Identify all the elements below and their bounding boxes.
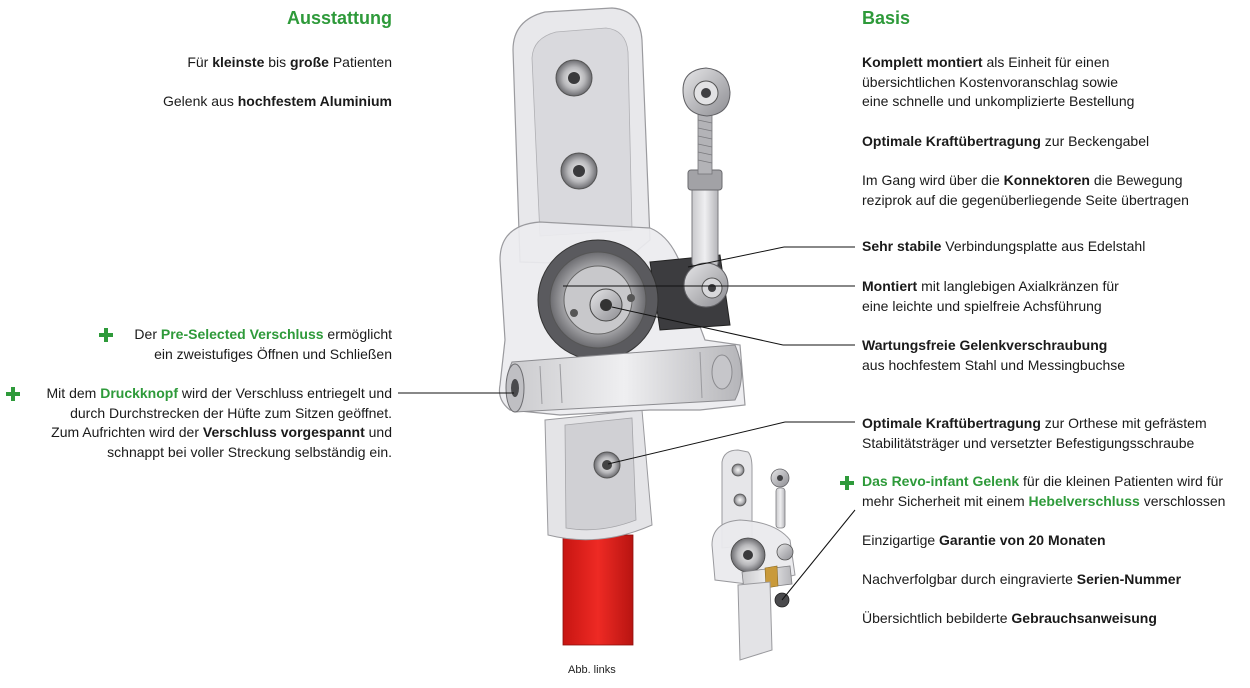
basis-revo-infant: Das Revo-infant Gelenk für die kleinen P… — [862, 473, 1226, 509]
basis-complete-assembly: Komplett montiert als Einheit für einen … — [862, 54, 1135, 109]
feature-patient-size: Für kleinste bis große Patienten — [187, 54, 392, 70]
feature-aluminium: Gelenk aus hochfestem Aluminium — [163, 93, 392, 109]
basis-connectors: Im Gang wird über die Konnektoren die Be… — [862, 172, 1189, 208]
leader-lines — [398, 246, 856, 601]
basis-joint-screw: Wartungsfreie Gelenkverschraubung aus ho… — [862, 337, 1126, 373]
right-heading: Basis — [862, 8, 911, 28]
basis-axial-bearings: Montiert mit langlebigen Axialkränzen fü… — [862, 278, 1119, 314]
basis-force-transmission-pelvis: Optimale Kraftübertragung zur Beckengabe… — [862, 133, 1150, 149]
plus-icon — [6, 387, 20, 401]
plus-icon — [99, 328, 113, 342]
basis-warranty: Einzigartige Garantie von 20 Monaten — [862, 532, 1106, 548]
feature-pre-selected-lock: Der Pre-Selected Verschluss ermöglicht e… — [134, 326, 392, 362]
basis-force-transmission-orthosis: Optimale Kraftübertragung zur Orthese mi… — [862, 415, 1207, 451]
feature-push-button: Mit dem Druckknopf wird der Verschluss e… — [46, 385, 392, 460]
connector-rod — [691, 179, 719, 269]
figure-caption: Abb. links — [568, 664, 616, 676]
basis-serial-number: Nachverfolgbar durch eingravierte Serien… — [862, 571, 1182, 587]
left-heading: Ausstattung — [287, 8, 392, 28]
basis-instructions: Übersichtlich bebilderte Gebrauchsanweis… — [862, 610, 1157, 626]
plus-icon — [840, 476, 854, 490]
red-bar — [562, 534, 634, 646]
basis-connecting-plate: Sehr stabile Verbindungsplatte aus Edels… — [862, 238, 1146, 254]
threaded-rod — [697, 109, 713, 175]
revo-infant-joint — [711, 449, 796, 661]
